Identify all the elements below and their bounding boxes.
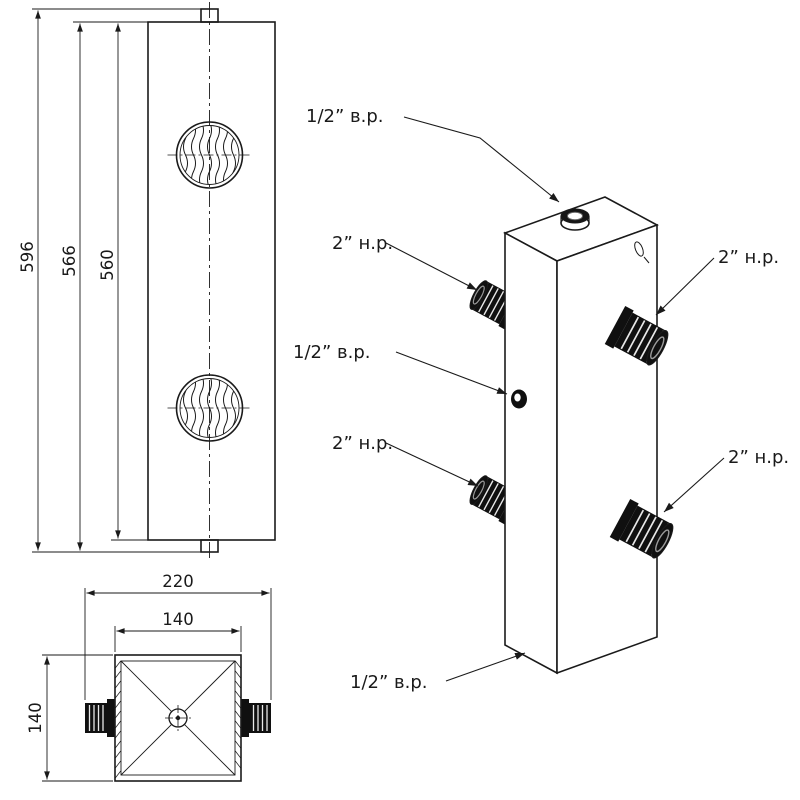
leader-top-port — [403, 116, 560, 203]
dim-intermediate-height: 566 — [60, 245, 79, 277]
front-view-dimensions — [32, 8, 201, 553]
dim-overall-height: 596 — [18, 241, 37, 273]
leader-bottom-port — [445, 652, 526, 682]
iso-right-face — [556, 223, 658, 675]
top-view — [85, 654, 271, 782]
dim-body-depth: 140 — [26, 702, 45, 734]
top-view-left-port — [85, 699, 116, 737]
leader-left-port-top — [385, 242, 478, 291]
iso-front-face — [504, 231, 558, 675]
iso-mount-slot — [634, 241, 650, 264]
wall-hatch — [115, 660, 241, 779]
label-front-port: 1/2” в.р. — [293, 342, 371, 363]
label-top-port: 1/2” в.р. — [306, 106, 384, 127]
label-right-port-bottom: 2” н.р. — [728, 447, 789, 468]
label-bottom-port: 1/2” в.р. — [350, 672, 428, 693]
leader-right-port-bottom — [663, 457, 725, 513]
dim-body-height: 560 — [98, 249, 117, 281]
iso-front-port — [511, 389, 527, 409]
top-view-right-port — [240, 699, 271, 737]
leader-left-port-bottom — [385, 442, 479, 487]
iso-view — [465, 196, 679, 675]
leader-front-port — [395, 351, 508, 395]
dim-overall-width: 220 — [162, 572, 194, 591]
dim-body-width: 140 — [162, 610, 194, 629]
leader-right-port-top — [655, 257, 715, 316]
label-right-port-top: 2” н.р. — [718, 247, 779, 268]
front-view — [147, 2, 276, 559]
label-left-port-top: 2” н.р. — [332, 233, 393, 254]
iso-top-port — [560, 208, 590, 231]
label-left-port-bottom: 2” н.р. — [332, 433, 393, 454]
iso-leaders — [385, 116, 725, 682]
front-body-outline — [147, 21, 276, 541]
top-view-dimensions — [42, 588, 272, 782]
